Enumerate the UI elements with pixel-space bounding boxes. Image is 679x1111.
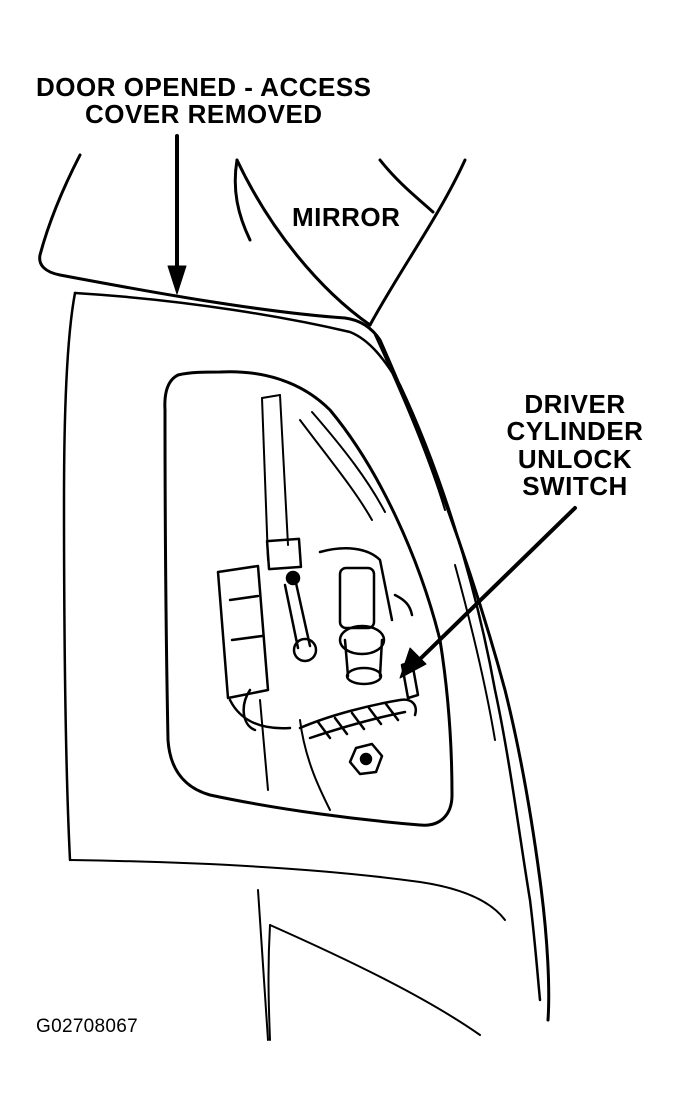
retaining-nut (350, 744, 382, 774)
door-outer-panel (40, 155, 549, 1040)
switch-label-leader-arrow (400, 508, 575, 678)
lock-cylinder-assembly (218, 539, 412, 698)
switch-label: DRIVER CYLINDER UNLOCK SWITCH (500, 389, 650, 501)
switch-label-line1: DRIVER (524, 389, 626, 419)
access-opening (165, 372, 452, 825)
figure-id: G02708067 (36, 1016, 139, 1037)
switch-label-line4: SWITCH (522, 470, 628, 501)
switch-label-line3: UNLOCK (517, 443, 633, 474)
mirror-housing (235, 160, 465, 325)
door-opened-label: DOOR OPENED - ACCESS COVER REMOVED (36, 72, 372, 130)
door-opened-label-line2: COVER REMOVED (84, 99, 323, 130)
door-label-leader-arrow (168, 136, 186, 294)
door-opened-label-line1: DOOR OPENED - ACCESS (36, 72, 372, 102)
unlock-switch (230, 662, 418, 738)
inner-door-linkage (260, 395, 385, 810)
switch-label-line2: CYLINDER (506, 416, 644, 447)
mirror-label: MIRROR (292, 202, 401, 232)
